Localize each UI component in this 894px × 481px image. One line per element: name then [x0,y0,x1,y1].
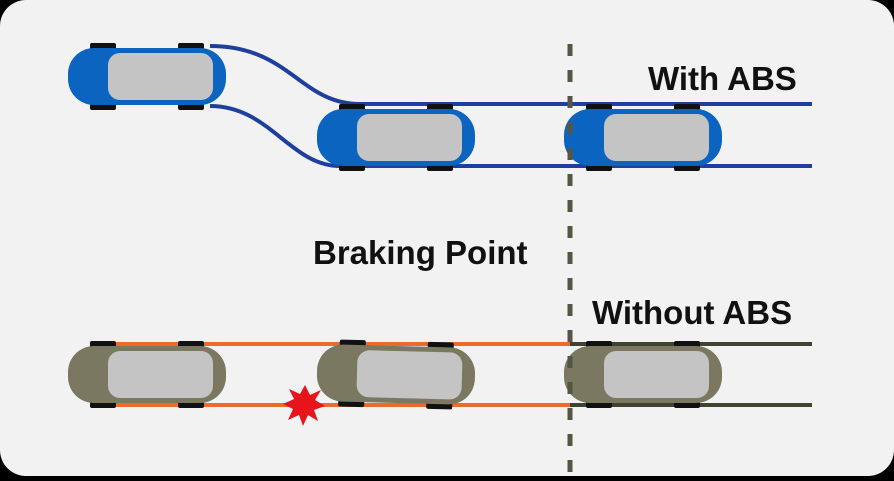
no-abs-car-at-braking-point [564,341,722,408]
abs-path-edge-top [209,44,812,106]
without-abs-label: Without ABS [592,294,793,331]
no-abs-car-skidding [316,339,476,410]
braking-point-label: Braking Point [313,234,528,271]
collision-burst-icon [283,385,325,426]
abs-car-stopped [564,104,722,171]
abs-path-edge-bottom [209,104,812,168]
abs-car-swerving [317,104,475,171]
with-abs-lane [68,43,812,171]
without-abs-lane [68,339,812,426]
abs-car-start [68,43,226,110]
with-abs-label: With ABS [648,60,797,97]
no-abs-car-start [68,341,226,408]
